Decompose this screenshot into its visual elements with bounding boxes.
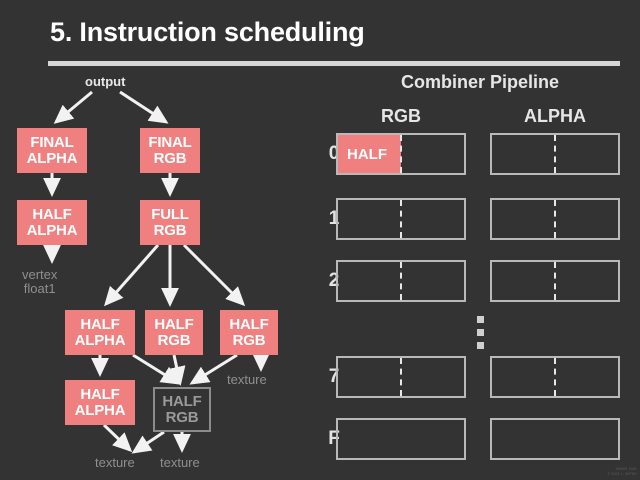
pipeline-row-label-7: 7 <box>328 366 340 387</box>
pipeline-slot-rgb-1-divider <box>400 200 402 238</box>
node-full-rgb[interactable]: FULL RGB <box>140 200 200 245</box>
leaf-texture-2: texture <box>95 455 135 470</box>
pipeline-slot-rgb-1[interactable] <box>336 198 466 240</box>
pipeline-slot-rgb-0[interactable]: HALF <box>336 133 466 175</box>
pipeline-slot-rgb-2-divider <box>400 262 402 300</box>
page-title: 5. Instruction scheduling <box>50 17 365 47</box>
node-half-rgb-1-line2: RGB <box>157 331 191 349</box>
pipeline-slot-alpha-1[interactable] <box>490 198 620 240</box>
leaf-vertex-float1: vertex float1 <box>22 267 58 297</box>
pipeline-slot-alpha-2[interactable] <box>490 260 620 302</box>
pipeline-slot-rgb-7[interactable] <box>336 356 466 398</box>
ellipsis-dot <box>477 329 484 336</box>
node-half-alpha-2-line2: ALPHA <box>74 331 126 349</box>
node-half-alpha-2[interactable]: HALF ALPHA <box>65 310 135 355</box>
node-half-rgb-ghost-line2: RGB <box>165 408 199 426</box>
pipeline-title: Combiner Pipeline <box>400 72 560 92</box>
node-half-rgb-2-line1: HALF <box>229 315 269 333</box>
column-header-alpha: ALPHA <box>524 106 586 126</box>
ellipsis-dot <box>477 316 484 323</box>
combiner-pipeline: Combiner Pipeline RGB ALPHA 0 HALF 1 2 <box>320 0 640 480</box>
pipeline-slot-alpha-2-divider <box>554 262 556 300</box>
pipeline-row-label-0: 0 <box>328 143 340 164</box>
node-half-alpha-3[interactable]: HALF ALPHA <box>65 380 135 425</box>
pipeline-slot-rgb-f[interactable] <box>336 418 466 460</box>
node-final-alpha-line1: FINAL <box>30 133 74 151</box>
node-half-rgb-1[interactable]: HALF RGB <box>145 310 203 355</box>
node-full-rgb-line2: RGB <box>153 221 187 239</box>
leaf-texture-3: texture <box>160 455 200 470</box>
pipeline-slot-alpha-7[interactable] <box>490 356 620 398</box>
pipeline-row-label-f: F <box>328 428 340 449</box>
dependency-graph: output FINAL ALPHA FINAL RGB HALF ALPHA … <box>17 74 278 470</box>
column-header-rgb: RGB <box>381 106 421 126</box>
pipeline-slot-alpha-7-divider <box>554 358 556 396</box>
graph-edges <box>43 90 270 454</box>
node-final-alpha[interactable]: FINAL ALPHA <box>17 128 87 173</box>
pipeline-slot-rgb-2[interactable] <box>336 260 466 302</box>
node-final-rgb[interactable]: FINAL RGB <box>140 128 200 173</box>
pipeline-slot-rgb-7-divider <box>400 358 402 396</box>
node-half-rgb-2[interactable]: HALF RGB <box>220 310 278 355</box>
node-final-rgb-line1: FINAL <box>148 133 192 151</box>
pipeline-row-label-2: 2 <box>328 270 340 291</box>
node-half-alpha-1-line2: ALPHA <box>26 221 78 239</box>
node-final-rgb-line2: RGB <box>153 149 187 167</box>
pipeline-slot-rgb-0-divider <box>400 135 402 173</box>
node-half-rgb-1-line1: HALF <box>154 315 194 333</box>
pipeline-slot-alpha-1-divider <box>554 200 556 238</box>
node-full-rgb-line1: FULL <box>151 205 189 223</box>
pipeline-slot-alpha-0-divider <box>554 135 556 173</box>
pipeline-slot-alpha-0[interactable] <box>490 133 620 175</box>
leaf-vertex-float1-line2: float1 <box>23 281 56 297</box>
node-half-rgb-2-line2: RGB <box>232 331 266 349</box>
node-half-alpha-1[interactable]: HALF ALPHA <box>17 200 87 245</box>
pipeline-slot-rgb-0-fill: HALF <box>338 135 401 173</box>
watermark-line2: © 2001 L. WITEK <box>607 471 637 476</box>
node-half-alpha-3-line2: ALPHA <box>74 401 126 419</box>
pipeline-ellipsis <box>477 316 484 355</box>
graph-root-label: output <box>85 74 126 89</box>
node-half-alpha-1-line1: HALF <box>32 205 72 223</box>
pipeline-row-label-1: 1 <box>328 208 340 229</box>
node-half-alpha-3-line1: HALF <box>80 385 120 403</box>
node-half-rgb-ghost-line1: HALF <box>162 392 202 410</box>
title-divider <box>48 61 620 66</box>
node-half-alpha-2-line1: HALF <box>80 315 120 333</box>
leaf-texture-1: texture <box>227 372 267 387</box>
watermark: HWWS 2001 © 2001 L. WITEK <box>601 467 637 477</box>
pipeline-slot-alpha-f[interactable] <box>490 418 620 460</box>
node-final-alpha-line2: ALPHA <box>26 149 78 167</box>
leaf-vertex-float1-line1: vertex <box>22 267 58 282</box>
ellipsis-dot <box>477 342 484 349</box>
watermark-line1: HWWS 2001 <box>615 466 637 471</box>
node-half-rgb-ghost[interactable]: HALF RGB <box>153 387 211 432</box>
